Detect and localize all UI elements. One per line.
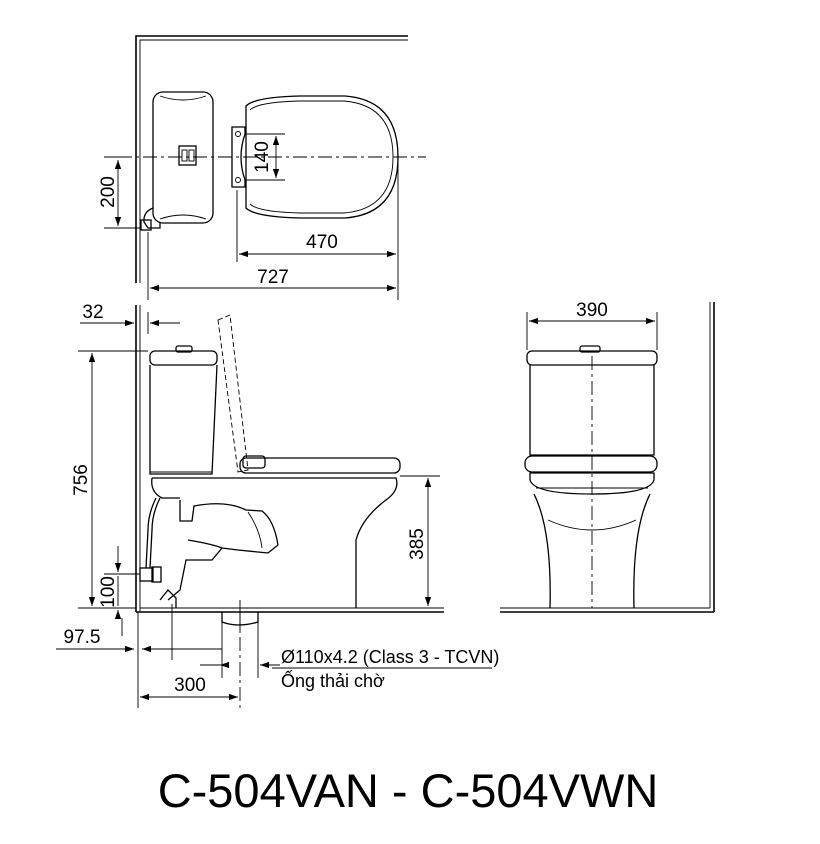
dim-97-5-label: 97.5 <box>64 627 101 648</box>
dim-200-label: 200 <box>98 176 119 208</box>
front-view: 390 <box>500 300 715 613</box>
dim-385-label: 385 <box>407 528 428 560</box>
model-title: C-504VAN - C-504VWN <box>158 764 659 817</box>
dim-140-label: 140 <box>252 141 273 173</box>
dim-100-label: 100 <box>98 576 119 608</box>
top-view: 200 140 470 727 <box>98 35 426 300</box>
dim-727-label: 727 <box>257 267 289 288</box>
dim-32-label: 32 <box>82 302 103 323</box>
dim-756-label: 756 <box>71 464 92 496</box>
outlet-spec-label: Ø110x4.2 (Class 3 - TCVN) <box>281 647 499 667</box>
outlet-pipe-label: Ống thải chờ <box>281 670 385 691</box>
dim-300-label: 300 <box>174 675 206 696</box>
flush-button-icon <box>178 145 197 166</box>
dim-470-label: 470 <box>306 232 338 253</box>
dim-390-label: 390 <box>576 300 608 321</box>
side-view: 32 756 <box>56 302 499 708</box>
